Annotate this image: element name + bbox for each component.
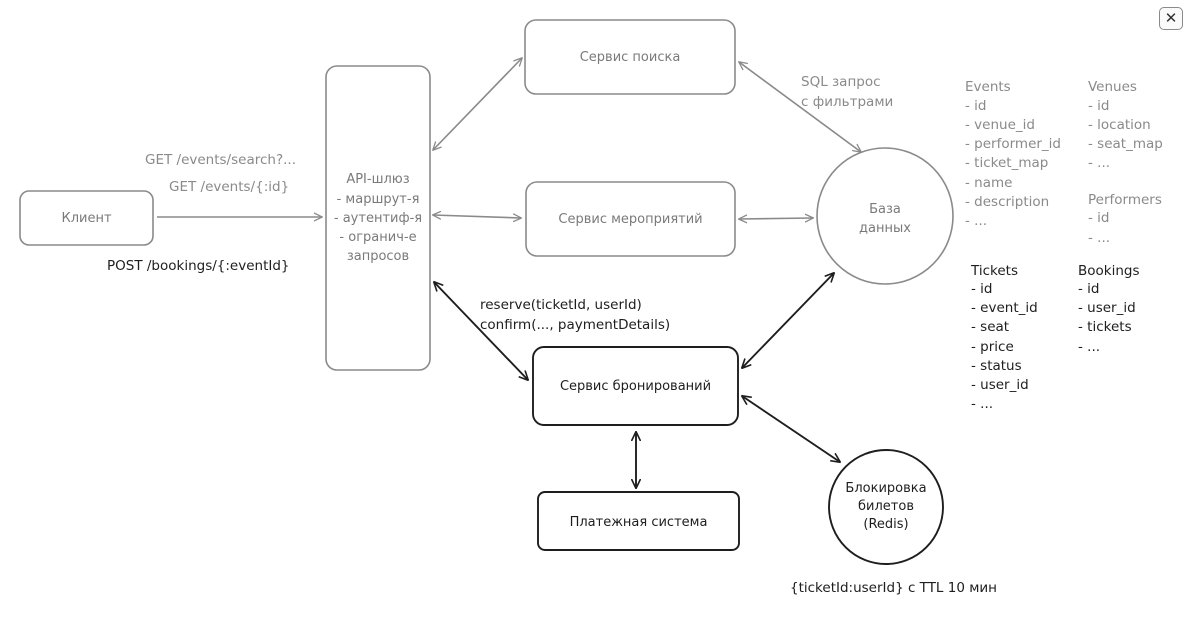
tickets-field: - ...: [971, 396, 993, 412]
gateway-booking-arrow: [434, 282, 528, 380]
gateway-title: API-шлюз: [346, 172, 409, 187]
events-db-arrow: [739, 218, 813, 219]
tickets-field: - price: [971, 339, 1014, 355]
gateway-line-1: - маршрут-я: [337, 192, 420, 207]
sql-label-2: с фильтрами: [801, 94, 893, 110]
bookings-field: - id: [1078, 281, 1099, 297]
events-field: - id: [965, 98, 986, 114]
redis-note-label: {ticketId:userId} с TTL 10 мин: [790, 580, 997, 596]
tickets-field: - status: [971, 358, 1022, 374]
get-event-label: GET /events/{:id}: [169, 179, 289, 195]
events-service-label: Сервис мероприятий: [558, 212, 702, 227]
client-label: Клиент: [61, 211, 111, 226]
venues-table-title: Venues: [1088, 79, 1137, 95]
performers-field: - ...: [1088, 230, 1110, 246]
get-search-label: GET /events/search?...: [145, 152, 296, 168]
bookings-table-title: Bookings: [1078, 263, 1140, 279]
gateway-line-3: - огранич-е: [339, 230, 416, 245]
close-icon: ✕: [1164, 9, 1178, 27]
booking-redis-arrow: [742, 396, 840, 462]
events-field: - performer_id: [965, 136, 1061, 152]
events-field: - description: [965, 194, 1049, 210]
redis-label-2: билетов: [858, 499, 914, 514]
close-button[interactable]: ✕: [1159, 7, 1183, 30]
api-gateway-node: API-шлюз - маршрут-я - аутентиф-я - огра…: [325, 65, 431, 371]
post-booking-label: POST /bookings/{:eventId}: [107, 258, 290, 274]
database-label-2: данных: [859, 221, 911, 236]
events-service-node: Сервис мероприятий: [525, 181, 736, 257]
bookings-table-schema: Bookings - id - user_id - tickets - ...: [1078, 263, 1140, 355]
database-node: База данных: [816, 147, 954, 285]
client-node: Клиент: [19, 190, 154, 246]
events-table-schema: Events - id - venue_id - performer_id - …: [965, 79, 1061, 229]
payment-system-label: Платежная система: [570, 515, 708, 530]
events-table-title: Events: [965, 79, 1011, 95]
booking-service-node: Сервис бронирований: [532, 346, 739, 426]
sql-label-1: SQL запрос: [801, 74, 881, 90]
confirm-label: confirm(..., paymentDetails): [480, 317, 670, 333]
performers-table-schema: Performers - id - ...: [1088, 192, 1162, 246]
tickets-field: - id: [971, 281, 992, 297]
performers-table-title: Performers: [1088, 192, 1162, 208]
search-db-arrow: [739, 62, 861, 152]
search-service-node: Сервис поиска: [524, 19, 736, 95]
booking-service-label: Сервис бронирований: [560, 379, 711, 394]
events-field: - name: [965, 175, 1012, 191]
gateway-events-arrow: [433, 215, 521, 218]
gateway-search-arrow: [433, 58, 522, 150]
redis-lock-node: Блокировка билетов (Redis): [828, 449, 944, 565]
venues-table-schema: Venues - id - location - seat_map - ...: [1088, 79, 1163, 171]
venues-field: - ...: [1088, 155, 1110, 171]
tickets-field: - seat: [971, 319, 1009, 335]
bookings-field: - user_id: [1078, 300, 1136, 316]
bookings-field: - ...: [1078, 339, 1100, 355]
bookings-field: - tickets: [1078, 319, 1132, 335]
venues-field: - seat_map: [1088, 136, 1163, 152]
tickets-table-title: Tickets: [970, 263, 1018, 279]
gateway-line-4: запросов: [347, 249, 409, 264]
events-field: - ticket_map: [965, 155, 1048, 171]
search-service-label: Сервис поиска: [580, 50, 681, 65]
venues-field: - location: [1088, 117, 1151, 133]
performers-field: - id: [1088, 210, 1109, 226]
events-field: - ...: [965, 213, 987, 229]
tickets-field: - user_id: [971, 377, 1029, 393]
events-field: - venue_id: [965, 117, 1035, 133]
redis-label-1: Блокировка: [845, 481, 926, 496]
venues-field: - id: [1088, 98, 1109, 114]
database-label-1: База: [869, 202, 901, 217]
redis-label-3: (Redis): [863, 517, 908, 532]
tickets-table-schema: Tickets - id - event_id - seat - price -…: [970, 263, 1038, 412]
gateway-line-2: - аутентиф-я: [334, 211, 422, 226]
tickets-field: - event_id: [971, 300, 1038, 316]
booking-db-arrow: [742, 273, 834, 368]
reserve-label: reserve(ticketId, userId): [480, 297, 642, 313]
payment-system-node: Платежная система: [537, 491, 740, 551]
